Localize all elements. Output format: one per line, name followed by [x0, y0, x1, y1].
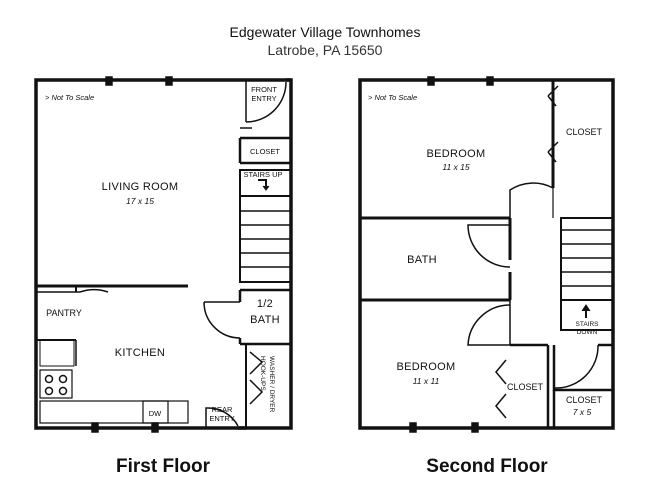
stove [39, 369, 73, 399]
stairs-down [560, 217, 614, 331]
ff-closet-label: CLOSET [250, 147, 280, 156]
living-room-dim: 17 x 15 [126, 196, 154, 206]
plan-subtitle: Latrobe, PA 15650 [267, 42, 383, 58]
window-mark [105, 76, 113, 86]
sf-bath-label: BATH [407, 254, 437, 266]
stairs-up-label: STAIRS UP [243, 170, 282, 179]
second-floor-title: Second Floor [426, 456, 548, 477]
bath-door-swing [467, 224, 511, 268]
half-bath-label-2: BATH [250, 314, 280, 326]
living-room-label: LIVING ROOM [102, 181, 179, 193]
front-entry-label-2: ENTRY [251, 94, 276, 103]
rear-entry-door [205, 407, 239, 428]
first-floor-title: First Floor [116, 456, 211, 477]
window-mark [409, 422, 417, 433]
window-mark [427, 76, 435, 86]
bath-door-swing [203, 301, 241, 339]
rear-entry-label-2: ENTRY [209, 414, 234, 423]
bedroom1-dim: 11 x 15 [442, 162, 470, 172]
ff-not-to-scale: > Not To Scale [45, 93, 94, 102]
second-floor-plan [358, 76, 615, 433]
stairs-down-label-1: STAIRS [576, 321, 600, 328]
sf-closet3-label: CLOSET [566, 395, 603, 405]
window-mark [91, 422, 99, 433]
washer-dryer-door [249, 351, 264, 375]
front-entry-label-1: FRONT [251, 85, 277, 94]
dishwasher [142, 400, 169, 424]
washer-dryer-label-2: HOOK-UPS [259, 356, 266, 391]
front-entry-door-swing [245, 81, 287, 123]
washer-dryer-label-1: WASHER / DRYER [268, 356, 275, 413]
half-bath-label-1: 1/2 [257, 298, 273, 310]
window-mark [486, 76, 494, 86]
sf-closet2-label: CLOSET [507, 382, 544, 392]
window-mark [471, 422, 479, 433]
bedroom1-label: BEDROOM [427, 148, 486, 160]
sf-closet1-label: CLOSET [566, 127, 603, 137]
stairs-up [239, 169, 292, 283]
plan-title: Edgewater Village Townhomes [229, 24, 421, 40]
window-mark [165, 76, 173, 86]
pantry-door-swing [79, 288, 109, 293]
closet3-door-swing [553, 344, 599, 389]
window-mark [151, 422, 159, 433]
stairs-arrow-icon [258, 179, 267, 188]
bedroom1-door-swing [509, 182, 554, 218]
counter [39, 339, 75, 367]
bedroom2-dim: 11 x 11 [413, 376, 440, 386]
sf-not-to-scale: > Not To Scale [368, 93, 417, 102]
bedroom2-label: BEDROOM [397, 361, 456, 373]
kitchen-label: KITCHEN [115, 347, 165, 359]
pantry-label: PANTRY [46, 308, 82, 318]
bedroom2-door-swing [467, 300, 511, 346]
dw-label: DW [149, 409, 162, 418]
rear-entry-label-1: REAR [212, 405, 233, 414]
stairs-down-label-2: DOWN [577, 329, 598, 336]
lower-counter [39, 400, 189, 424]
first-floor-plan [34, 76, 293, 433]
stairs-down-arrow-icon [581, 304, 591, 312]
sf-closet3-dim: 7 x 5 [573, 407, 592, 417]
first-floor-exterior-wall [34, 78, 293, 430]
